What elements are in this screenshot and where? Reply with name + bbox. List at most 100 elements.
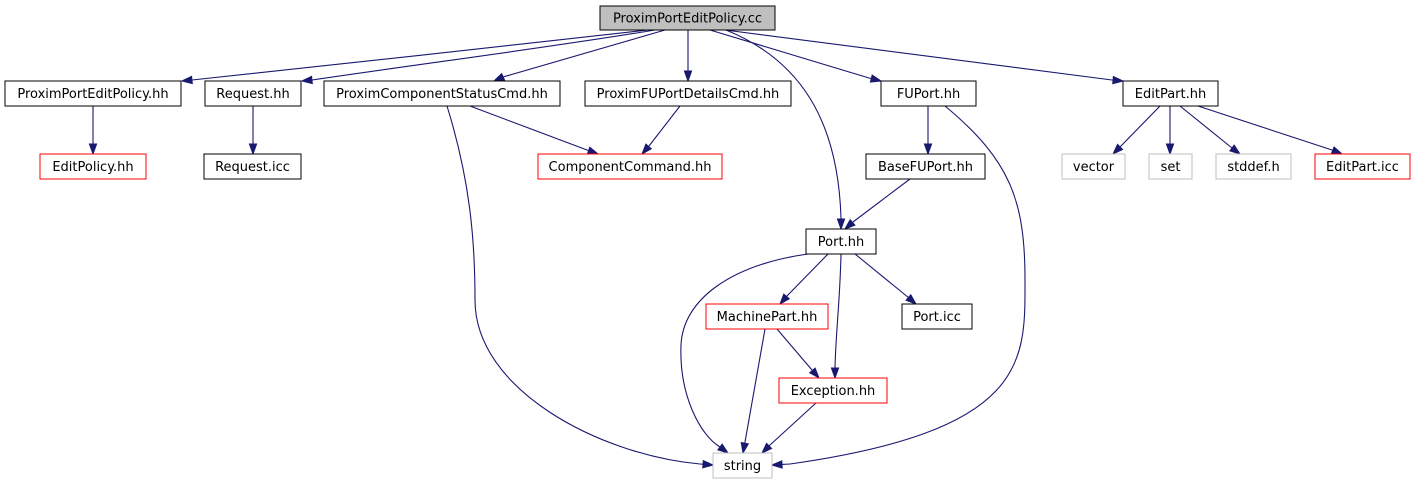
edge-pcsc-to-string <box>446 105 715 469</box>
edge-arrowhead <box>300 75 313 85</box>
edge-arrowhead <box>1330 146 1344 155</box>
edge-arrowhead <box>88 143 98 156</box>
node-box <box>805 228 877 255</box>
node-box <box>880 80 977 107</box>
edge-port-to-string <box>680 253 809 454</box>
node-label: ProximComponentStatusCmd.hh <box>336 87 548 102</box>
edge-basefu-to-port <box>843 178 911 230</box>
node-proximfuportdetailscmd-hh[interactable]: ProximFUPortDetailsCmd.hh <box>584 80 792 107</box>
node-proximporteditpolicy-hh[interactable]: ProximPortEditPolicy.hh <box>4 80 182 107</box>
edge-arrowhead <box>836 218 846 231</box>
edge-root-to-pfpd <box>683 30 693 83</box>
edge-arrowhead <box>740 441 750 455</box>
node-label: ComponentCommand.hh <box>549 160 712 175</box>
node-label: string <box>724 459 761 474</box>
edge-pfpd-to-compcmd <box>641 105 681 156</box>
edge-line <box>724 29 1113 81</box>
node-label: Exception.hh <box>791 384 876 399</box>
node-label: vector <box>1073 160 1115 175</box>
node-label: ProximPortEditPolicy.cc <box>613 12 762 27</box>
node-label: Request.icc <box>215 160 290 175</box>
edge-root-to-req <box>300 29 656 85</box>
edge-arrowhead <box>923 143 933 156</box>
node-componentcommand-hh[interactable]: ComponentCommand.hh <box>537 153 723 180</box>
edge-pcsc-to-compcmd <box>469 105 600 155</box>
node-label: EditPart.icc <box>1326 160 1399 175</box>
node-label: EditPolicy.hh <box>52 160 133 175</box>
edge-line <box>648 105 681 147</box>
node-label: Port.icc <box>913 310 961 325</box>
node-box <box>1215 153 1292 180</box>
edge-port-to-porticc <box>854 253 918 305</box>
node-port-icc[interactable]: Port.icc <box>901 303 973 330</box>
edge-fuport-to-basefu <box>923 106 933 156</box>
node-box <box>712 452 773 479</box>
edge-arrowhead <box>830 367 840 380</box>
node-box <box>1061 153 1126 180</box>
node-box <box>537 153 723 180</box>
edge-arrowhead <box>1112 75 1125 85</box>
edge-arrowhead <box>1165 143 1175 156</box>
node-vector[interactable]: vector <box>1061 153 1126 180</box>
edge-line <box>709 29 870 79</box>
edge-machpart-to-string <box>740 328 766 455</box>
edge-arrowhead <box>717 443 730 454</box>
node-port-hh[interactable]: Port.hh <box>805 228 877 255</box>
edge-line <box>789 105 1026 465</box>
node-editpart-hh[interactable]: EditPart.hh <box>1122 80 1219 107</box>
edge-line <box>680 253 809 448</box>
node-proximcomponentstatuscmd-hh[interactable]: ProximComponentStatusCmd.hh <box>323 80 561 107</box>
edge-arrowhead <box>869 74 883 83</box>
node-editpolicy-hh[interactable]: EditPolicy.hh <box>39 153 147 180</box>
edge-line-tail <box>908 297 910 299</box>
edge-line <box>191 29 649 81</box>
edge-line <box>311 29 656 81</box>
edge-line-tail <box>586 149 589 152</box>
node-editpart-icc[interactable]: EditPart.icc <box>1314 153 1411 180</box>
node-machinepart-hh[interactable]: MachinePart.hh <box>705 303 829 330</box>
edge-arrowhead <box>586 146 600 155</box>
node-label: MachinePart.hh <box>717 310 818 325</box>
node-box <box>778 377 888 404</box>
edge-exc-to-string <box>760 402 817 455</box>
edge-arrowhead <box>248 143 258 156</box>
node-basefuport-hh[interactable]: BaseFUPort.hh <box>865 153 986 180</box>
node-fuport-hh[interactable]: FUPort.hh <box>880 80 977 107</box>
node-request-icc[interactable]: Request.icc <box>203 153 302 180</box>
edge-editpart-to-epicc <box>1197 105 1344 155</box>
node-box <box>204 80 302 107</box>
edge-line <box>725 29 842 219</box>
edge-line <box>502 29 666 78</box>
node-stddef-h[interactable]: stddef.h <box>1215 153 1292 180</box>
node-box <box>1314 153 1411 180</box>
edge-line-tail <box>785 296 787 298</box>
edge-arrowhead <box>180 75 193 85</box>
node-label: BaseFUPort.hh <box>878 160 973 175</box>
edge-line <box>852 178 911 223</box>
node-proximporteditpolicy-cc[interactable]: ProximPortEditPolicy.cc <box>599 5 776 31</box>
node-label: stddef.h <box>1227 160 1279 175</box>
edge-line <box>1179 105 1233 149</box>
node-request-hh[interactable]: Request.hh <box>204 80 302 107</box>
edge-editpart-to-stddef <box>1179 105 1242 155</box>
edge-fuport-to-string <box>770 105 1026 469</box>
node-box <box>203 153 302 180</box>
edge-editpart-to-set <box>1165 106 1175 156</box>
edge-arrowhead <box>779 293 791 306</box>
edge-port-to-exc <box>830 253 842 380</box>
node-label: set <box>1161 160 1181 175</box>
node-box <box>584 80 792 107</box>
node-label: Request.hh <box>216 87 289 102</box>
node-exception-hh[interactable]: Exception.hh <box>778 377 888 404</box>
edge-arrowhead <box>702 459 715 469</box>
edge-line <box>1197 105 1333 151</box>
node-set[interactable]: set <box>1148 153 1193 180</box>
edge-line-tail <box>768 444 771 447</box>
node-string[interactable]: string <box>712 452 773 479</box>
edge-arrowhead <box>683 70 693 83</box>
node-label: EditPart.hh <box>1135 87 1206 102</box>
edge-port-to-machpart <box>779 253 829 306</box>
edge-line <box>446 105 701 465</box>
node-label: ProximPortEditPolicy.hh <box>17 87 168 102</box>
